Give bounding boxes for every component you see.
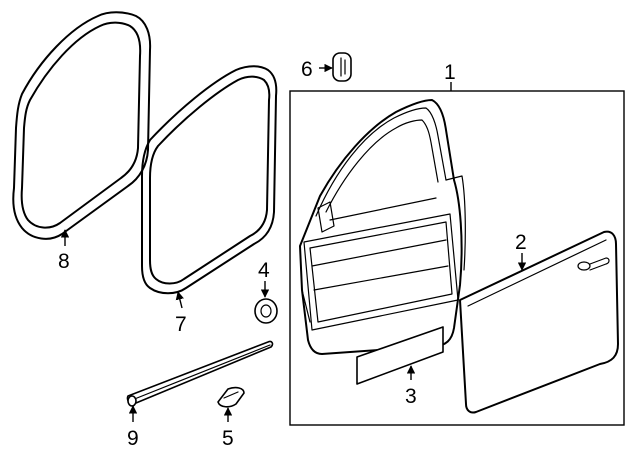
callout-9: 9 [127,427,139,450]
part-9-molding-strip [126,340,274,407]
callout-1: 1 [444,61,456,84]
part-5-clip [217,386,245,408]
callout-6: 6 [301,58,313,81]
callout-4: 4 [258,259,270,282]
part-6-plug [332,52,352,82]
callout-7: 7 [175,313,187,336]
part-1-door-shell [299,99,466,355]
part-2-outer-panel [459,230,619,414]
leader-lines [60,63,527,422]
door-assembly-box [289,90,625,426]
callout-5: 5 [222,427,234,450]
part-7-weatherstrip [141,65,278,295]
callout-8: 8 [58,250,70,273]
callout-3: 3 [405,385,417,408]
part-4-grommet [254,298,278,324]
part-8-weatherstrip [12,11,152,240]
part-3-label-pad [356,326,444,385]
callout-2: 2 [515,231,527,254]
